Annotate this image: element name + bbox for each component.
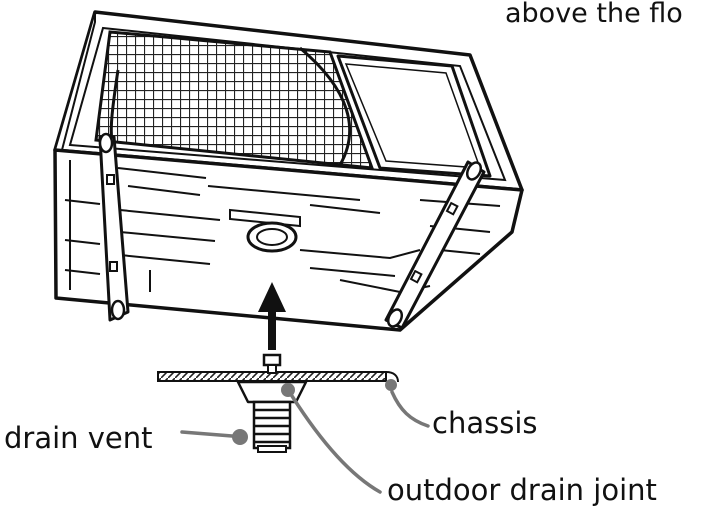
label-chassis: chassis [432,406,538,440]
leader-outdoor-drain-joint [290,394,382,494]
caption-fragment: above the flo [505,0,683,29]
label-outdoor-drain-joint: outdoor drain joint [387,473,657,507]
outdoor-unit [53,10,524,332]
service-panel [336,54,492,178]
insertion-arrow [258,282,286,350]
leader-drain-vent [180,430,234,438]
leader-dots [232,379,397,445]
mounting-foot-left [98,132,130,322]
dot-outdoor-drain-joint [281,383,295,397]
chassis-plate [157,371,399,383]
mounting-foot-right [384,160,486,330]
leader-chassis [390,390,430,428]
label-drain-vent: drain vent [4,421,153,455]
drain-hole [246,221,298,253]
dot-drain-vent [232,429,248,445]
leader-lines [180,390,430,494]
dot-chassis [385,379,397,391]
